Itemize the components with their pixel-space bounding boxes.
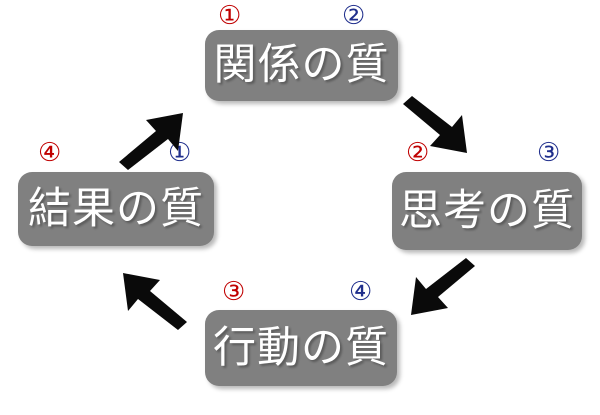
node-label-thinking-quality: 思考の質 [399,185,575,236]
marker-right-right: ③ [537,138,561,168]
node-label-result-quality: 結果の質 [28,183,204,234]
arrow-up-left-icon [104,258,190,330]
node-box-thinking-quality[interactable]: 思考の質 [392,172,582,250]
marker-bottom-left: ③ [222,277,246,307]
marker-left-right: ① [168,138,192,168]
marker-right-left: ② [406,138,430,168]
node-label-action-quality: 行動の質 [213,322,389,373]
arrow-down-left-icon [392,258,478,330]
arrow-down-right-icon [400,96,486,168]
marker-left-left: ④ [38,138,62,168]
node-box-relationship-quality[interactable]: 関係の質 [205,30,398,101]
marker-bottom-right: ④ [349,277,373,307]
marker-top-right: ② [342,1,366,31]
marker-top-left: ① [218,1,242,31]
node-box-action-quality[interactable]: 行動の質 [205,310,397,386]
arrow-up-right-icon [116,98,202,170]
node-label-relationship-quality: 関係の質 [213,40,390,90]
node-box-result-quality[interactable]: 結果の質 [18,172,214,246]
